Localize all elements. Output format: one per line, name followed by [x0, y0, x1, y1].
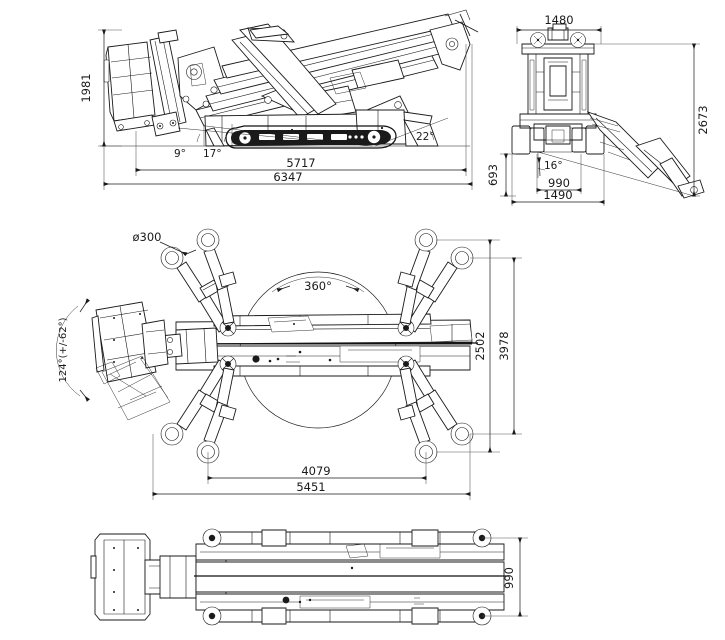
- plan-basket-position-b: [95, 355, 171, 421]
- dim-label-5451: 5451: [296, 480, 325, 494]
- ray-16-deg: [537, 151, 695, 197]
- dim-front-height-2673: 2673: [594, 43, 710, 197]
- dim-label-5717: 5717: [286, 156, 315, 170]
- angle-label-17: 17°: [203, 148, 222, 160]
- angle-label-9: 9°: [174, 148, 186, 160]
- front-turret-body: [527, 53, 589, 117]
- dim-label-1981: 1981: [79, 73, 93, 102]
- ray-9-deg: [177, 127, 373, 147]
- dim-label-4079: 4079: [301, 464, 330, 478]
- dim-label-2673: 2673: [696, 105, 710, 134]
- dim-pad-diameter-300: ø300: [133, 230, 197, 257]
- dim-label-stowed-990: 990: [502, 567, 516, 589]
- dim-label-6347: 6347: [273, 170, 302, 184]
- plan-outrigger-upper-left-outer: [196, 228, 237, 325]
- plan-machine-body: [171, 313, 479, 377]
- side-elevation-view: 9° 17° 22° 1981 5717 6347: [79, 9, 479, 190]
- side-basket-support-arm: [149, 29, 187, 137]
- ray-17-deg: [205, 125, 373, 147]
- dim-front-width-1480: 1480: [516, 13, 602, 44]
- front-elevation-view: 16° 1480 2673 693 990: [486, 13, 710, 206]
- side-upper-mast: [231, 23, 337, 119]
- plan-view-outriggers-deployed: ø300 360° 124°(+/-62°) 2502: [56, 228, 522, 500]
- stowed-body: [194, 543, 508, 611]
- dim-label-pad-dia: ø300: [133, 230, 162, 244]
- dim-basket-rotation-124: 124°(+/-62°): [56, 298, 91, 402]
- dim-label-990: 990: [548, 176, 570, 190]
- stowed-outrigger-arms: [202, 528, 492, 626]
- dim-front-width-990: 990: [536, 154, 582, 194]
- dim-plan-span-2502: 2502: [436, 239, 500, 453]
- dim-label-693: 693: [486, 164, 500, 186]
- dim-plan-span-4079: 4079: [207, 452, 427, 484]
- dim-label-2502: 2502: [473, 331, 487, 360]
- plan-basket-position-a: [91, 301, 169, 383]
- front-folded-boom: [586, 111, 705, 199]
- front-tracks: [511, 125, 605, 155]
- dim-front-width-1490: 1490: [511, 154, 605, 206]
- plan-view-stowed: 990: [90, 528, 528, 626]
- side-angle-rays: 9° 17° 22°: [174, 117, 449, 160]
- plan-outrigger-lower-left: [160, 355, 237, 446]
- ray-22-deg: [374, 117, 449, 147]
- dim-label-1490: 1490: [543, 188, 572, 202]
- dim-plan-span-5451: 5451: [152, 434, 471, 500]
- side-outrigger-stowed: [205, 119, 439, 147]
- dim-side-length-5717: 5717: [135, 44, 467, 176]
- dim-side-length-6347: 6347: [103, 44, 473, 190]
- front-chassis: [519, 113, 597, 145]
- dim-front-height-693: 693: [486, 153, 516, 197]
- dim-plan-span-3978: 3978: [470, 257, 522, 435]
- dim-stowed-width-990: 990: [482, 537, 528, 617]
- angle-label-22: 22°: [416, 131, 435, 143]
- front-boom-pack: [521, 23, 595, 55]
- dim-label-3978: 3978: [497, 331, 511, 360]
- dim-slew-360: 360°: [271, 276, 365, 293]
- angle-label-16: 16°: [544, 160, 563, 172]
- stowed-basket: [90, 533, 163, 621]
- dim-label-360: 360°: [304, 279, 332, 293]
- plan-outrigger-upper-right: [397, 246, 474, 337]
- front-angle-16: 16°: [536, 151, 695, 197]
- plan-outrigger-upper-right-outer: [397, 228, 438, 325]
- dim-side-height-1981: 1981: [79, 29, 122, 147]
- dim-label-1480: 1480: [544, 13, 573, 27]
- dim-label-124: 124°(+/-62°): [58, 317, 69, 382]
